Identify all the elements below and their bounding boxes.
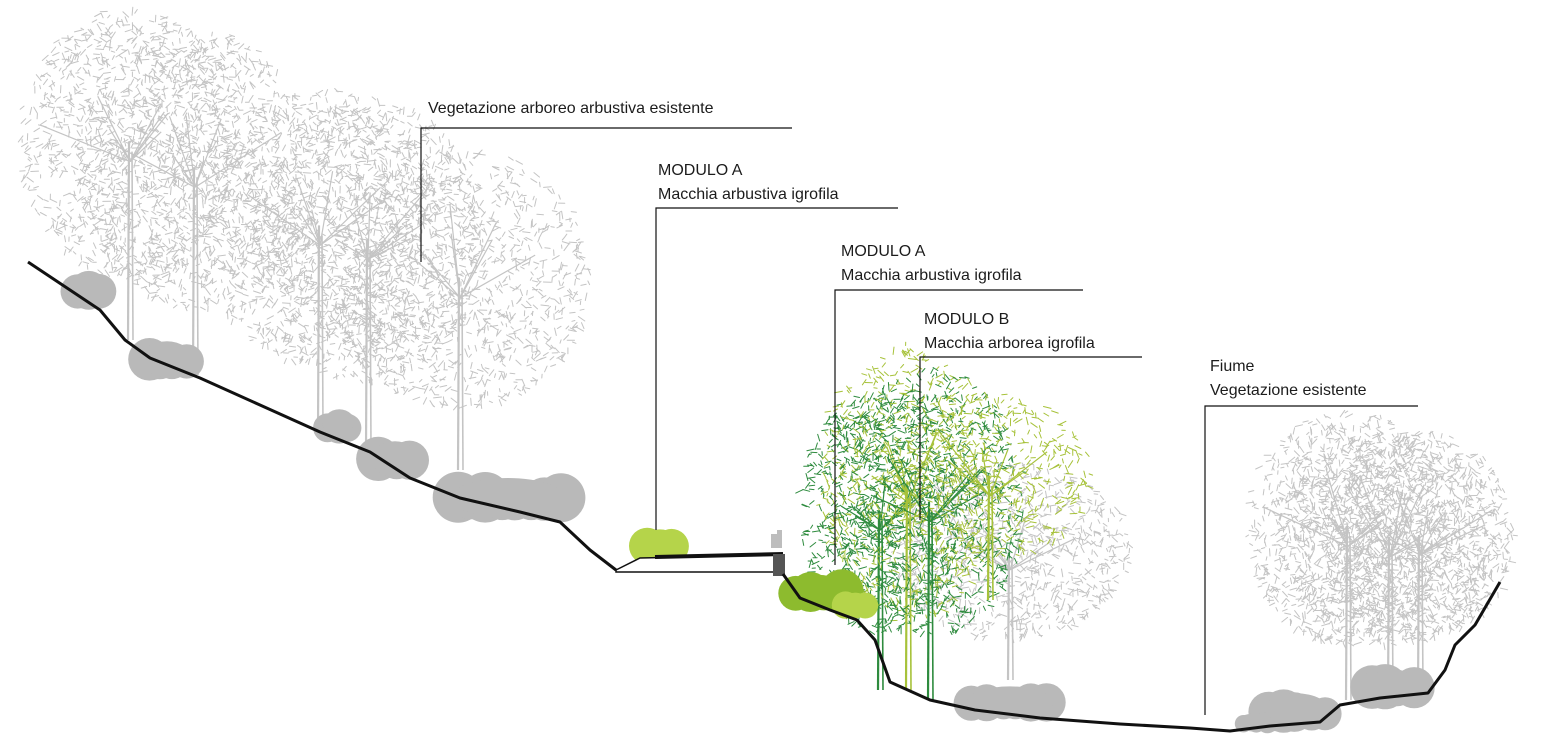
label-module-a-lower: MODULO A Macchia arbustiva igrofila [841,240,1022,288]
label-river-title: Fiume [1210,358,1255,375]
label-module-b-desc: Macchia arborea igrofila [924,335,1095,352]
path-platform [615,530,785,576]
label-module-a-upper-title: MODULO A [658,162,743,179]
module-a-shrub-group [629,527,879,619]
label-river-desc: Vegetazione esistente [1210,382,1367,399]
label-module-b: MODULO B Macchia arborea igrofila [924,308,1095,356]
label-module-a-upper: MODULO A Macchia arbustiva igrofila [658,159,839,207]
river-existing-trees [1245,409,1518,701]
label-existing-vegetation: Vegetazione arboreo arbustiva esistente [428,97,714,121]
module-b-tree-group [795,341,1094,701]
river-existing-shrubs [1234,664,1435,734]
label-module-a-upper-desc: Macchia arbustiva igrofila [658,186,839,203]
existing-trees-left [17,6,1133,681]
label-module-b-title: MODULO B [924,311,1010,328]
label-river: Fiume Vegetazione esistente [1210,355,1367,403]
label-module-a-lower-title: MODULO A [841,243,926,260]
leader-lines [420,127,1418,715]
label-existing-vegetation-line1: Vegetazione arboreo arbustiva esistente [428,100,714,117]
ground-profile-line [27,260,1502,733]
label-module-a-lower-desc: Macchia arbustiva igrofila [841,267,1022,284]
